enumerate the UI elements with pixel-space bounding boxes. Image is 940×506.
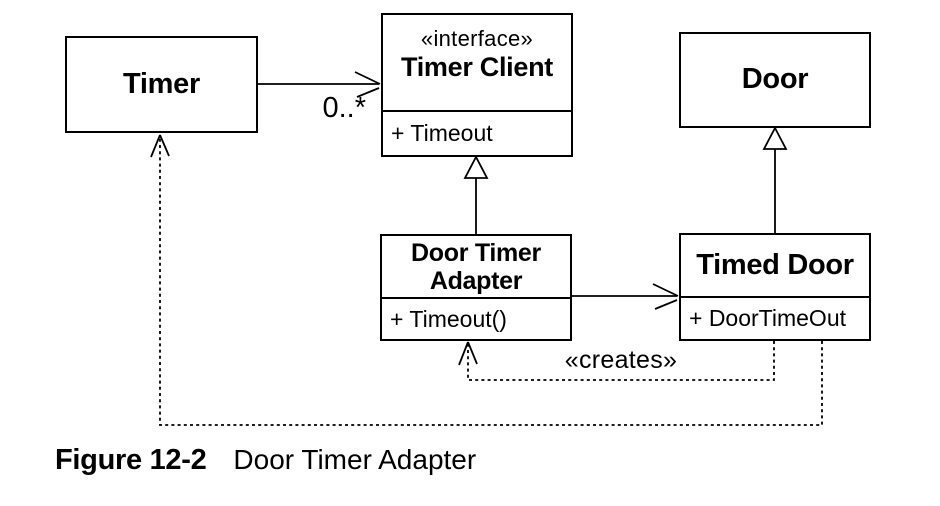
dependency-arrowhead xyxy=(458,341,478,366)
methods-compartment: + Timeout() xyxy=(382,299,570,339)
class-box-timer: Timer xyxy=(65,36,258,133)
class-box-timed-door: Timed Door + DoorTimeOut xyxy=(679,233,871,341)
class-name: Timed Door xyxy=(696,248,854,281)
class-name-line1: Door Timer xyxy=(411,238,541,267)
class-name: Timer Client xyxy=(401,52,553,83)
association-adapter-to-timed-door xyxy=(572,283,679,310)
interface-box-timer-client: «interface» Timer Client + Timeout xyxy=(381,13,573,157)
class-box-door-timer-adapter: Door Timer Adapter + Timeout() xyxy=(380,234,572,341)
figure-caption: Figure 12-2 Door Timer Adapter xyxy=(55,444,476,477)
class-name: Door xyxy=(741,63,809,96)
hollow-triangle-arrowhead xyxy=(762,126,788,150)
method-label: + Timeout xyxy=(391,120,493,146)
creates-stereotype-label: «creates» xyxy=(564,346,678,374)
class-box-door: Door xyxy=(679,32,871,128)
class-name-line2: Adapter xyxy=(429,266,523,295)
class-header: Timed Door xyxy=(681,235,869,298)
class-name: Timer xyxy=(123,67,200,100)
multiplicity-label: 0..* xyxy=(322,92,366,124)
method-label: + Timeout() xyxy=(390,305,507,332)
generalization-timed-door-to-door xyxy=(762,126,788,233)
stereotype-label: «interface» xyxy=(420,26,534,51)
hollow-triangle-arrowhead xyxy=(463,155,489,179)
method-label: + DoorTimeOut xyxy=(689,305,847,331)
figure-caption-number: Figure 12-2 xyxy=(55,444,207,476)
class-header: Door Timer Adapter xyxy=(382,236,570,299)
dependency-arrowhead xyxy=(150,134,170,158)
generalization-adapter-to-timer-client xyxy=(463,155,489,234)
methods-compartment: + Timeout xyxy=(383,112,571,155)
open-arrowhead xyxy=(652,283,679,310)
methods-compartment: + DoorTimeOut xyxy=(681,298,869,339)
class-header: «interface» Timer Client xyxy=(383,15,571,112)
figure-caption-title: Door Timer Adapter xyxy=(233,444,477,475)
